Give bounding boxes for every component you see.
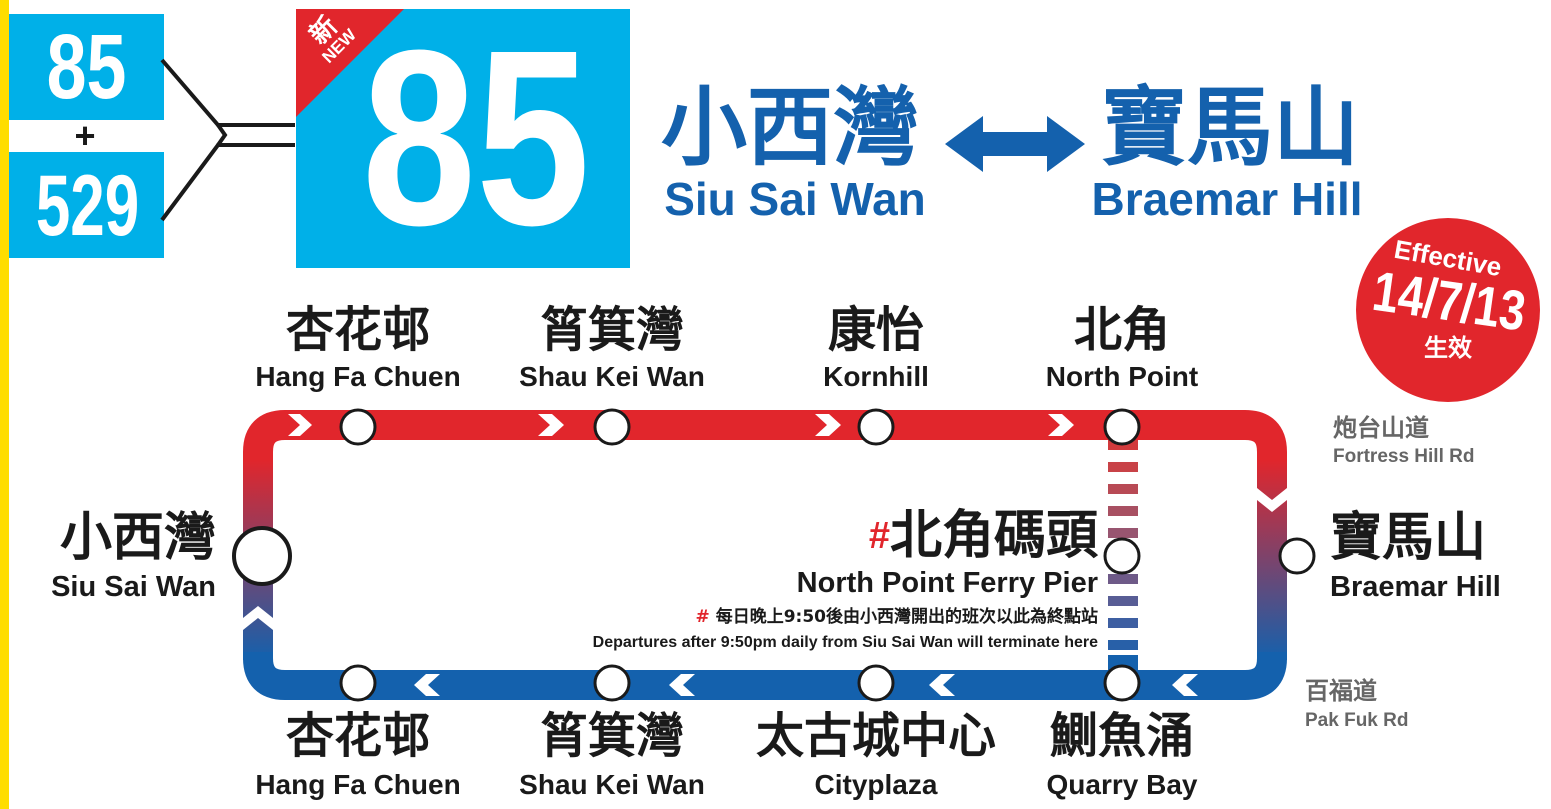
route-line-top xyxy=(243,410,1287,468)
bottom-stop-4-zh: 鰂魚涌 xyxy=(1049,708,1194,764)
road-lower-zh: 百福道 xyxy=(1305,677,1377,705)
road-lower-en: Pak Fuk Rd xyxy=(1305,710,1409,731)
ferry-note-zh: 每日晚上9:50後由小西灣開出的班次以此為終點站 xyxy=(715,607,1098,627)
right-terminus-en: Braemar Hill xyxy=(1330,571,1501,603)
new-route-number: 85 xyxy=(361,9,591,268)
new-corner-flag xyxy=(296,9,404,117)
bottom-stop-2-zh: 筲箕灣 xyxy=(539,708,684,764)
old-route-85-number: 85 xyxy=(46,16,127,118)
road-upper-en: Fortress Hill Rd xyxy=(1333,446,1475,467)
ferry-pier-zh-line: #北角碼頭 xyxy=(780,506,1098,566)
left-terminus-zh: 小西灣 xyxy=(59,508,216,568)
ferry-hash-mark: # xyxy=(868,515,890,557)
ferry-pier-en: North Point Ferry Pier xyxy=(796,567,1098,599)
direction-chevrons-top xyxy=(288,414,1074,436)
bottom-stop-4-en: Quarry Bay xyxy=(1046,769,1198,800)
bottom-stop-2-en: Shau Kei Wan xyxy=(519,769,705,800)
origin-en: Siu Sai Wan xyxy=(664,173,926,225)
direction-chevrons-right xyxy=(1257,488,1287,512)
top-stop-3-zh: 康怡 xyxy=(827,302,924,358)
direction-chevrons-left xyxy=(243,606,273,630)
two-way-arrow-icon xyxy=(945,116,1085,172)
yellow-edge-strip xyxy=(0,0,9,809)
dest-en: Braemar Hill xyxy=(1091,173,1363,225)
old-route-85-box xyxy=(9,14,164,120)
right-terminus-zh: 寶馬山 xyxy=(1330,508,1487,568)
top-stop-2-zh: 筲箕灣 xyxy=(539,302,684,358)
plus-sign: + xyxy=(74,115,96,156)
ferry-pier-zh: 北角碼頭 xyxy=(889,506,1098,566)
origin-zh: 小西灣 xyxy=(661,78,919,178)
left-terminus-en: Siu Sai Wan xyxy=(51,571,216,603)
old-route-529-box xyxy=(9,152,164,258)
top-stop-4-zh: 北角 xyxy=(1073,302,1170,358)
route-line-bottom xyxy=(243,652,1287,700)
top-stop-1-en: Hang Fa Chuen xyxy=(255,361,461,392)
bottom-stop-3-en: Cityplaza xyxy=(814,769,938,800)
dest-zh: 寶馬山 xyxy=(1101,78,1359,178)
direction-chevrons-bottom xyxy=(414,674,1198,696)
effective-zh: 生效 xyxy=(1424,334,1472,362)
road-upper-zh: 炮台山道 xyxy=(1333,414,1429,442)
bottom-stop-1-zh: 杏花邨 xyxy=(285,708,430,764)
bottom-stop-1-en: Hang Fa Chuen xyxy=(255,769,461,800)
top-stop-1-zh: 杏花邨 xyxy=(285,302,430,358)
ferry-note-zh-line: # 每日晚上9:50後由小西灣開出的班次以此為終點站 xyxy=(560,606,1098,628)
new-route-box: 新 NEW 85 xyxy=(296,9,630,268)
route-merge-lines xyxy=(160,58,295,222)
bottom-stop-3-zh: 太古城中心 xyxy=(755,708,996,764)
top-stop-2-en: Shau Kei Wan xyxy=(519,361,705,392)
old-route-529-number: 529 xyxy=(35,158,140,254)
ferry-note-en: Departures after 9:50pm daily from Siu S… xyxy=(592,634,1098,651)
stop-markers xyxy=(232,408,1316,702)
top-stop-4-en: North Point xyxy=(1045,361,1199,392)
ferry-note-hash: # xyxy=(695,607,710,627)
effective-date-badge: Effective 14/7/13 生效 xyxy=(1356,218,1540,402)
top-stop-3-en: Kornhill xyxy=(823,361,929,392)
